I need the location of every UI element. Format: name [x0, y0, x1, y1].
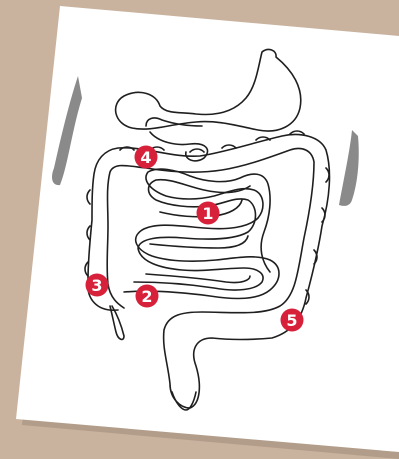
marker-4[interactable]: 4 — [135, 146, 158, 169]
marker-4-label: 4 — [140, 148, 151, 167]
marker-1-label: 1 — [202, 204, 213, 223]
marker-5-label: 5 — [286, 311, 297, 330]
marker-5[interactable]: 5 — [281, 309, 304, 332]
marker-2-label: 2 — [141, 287, 152, 306]
marker-2[interactable]: 2 — [136, 285, 159, 308]
marker-1[interactable]: 1 — [197, 202, 220, 225]
marker-3[interactable]: 3 — [86, 274, 109, 297]
marker-3-label: 3 — [91, 276, 102, 295]
